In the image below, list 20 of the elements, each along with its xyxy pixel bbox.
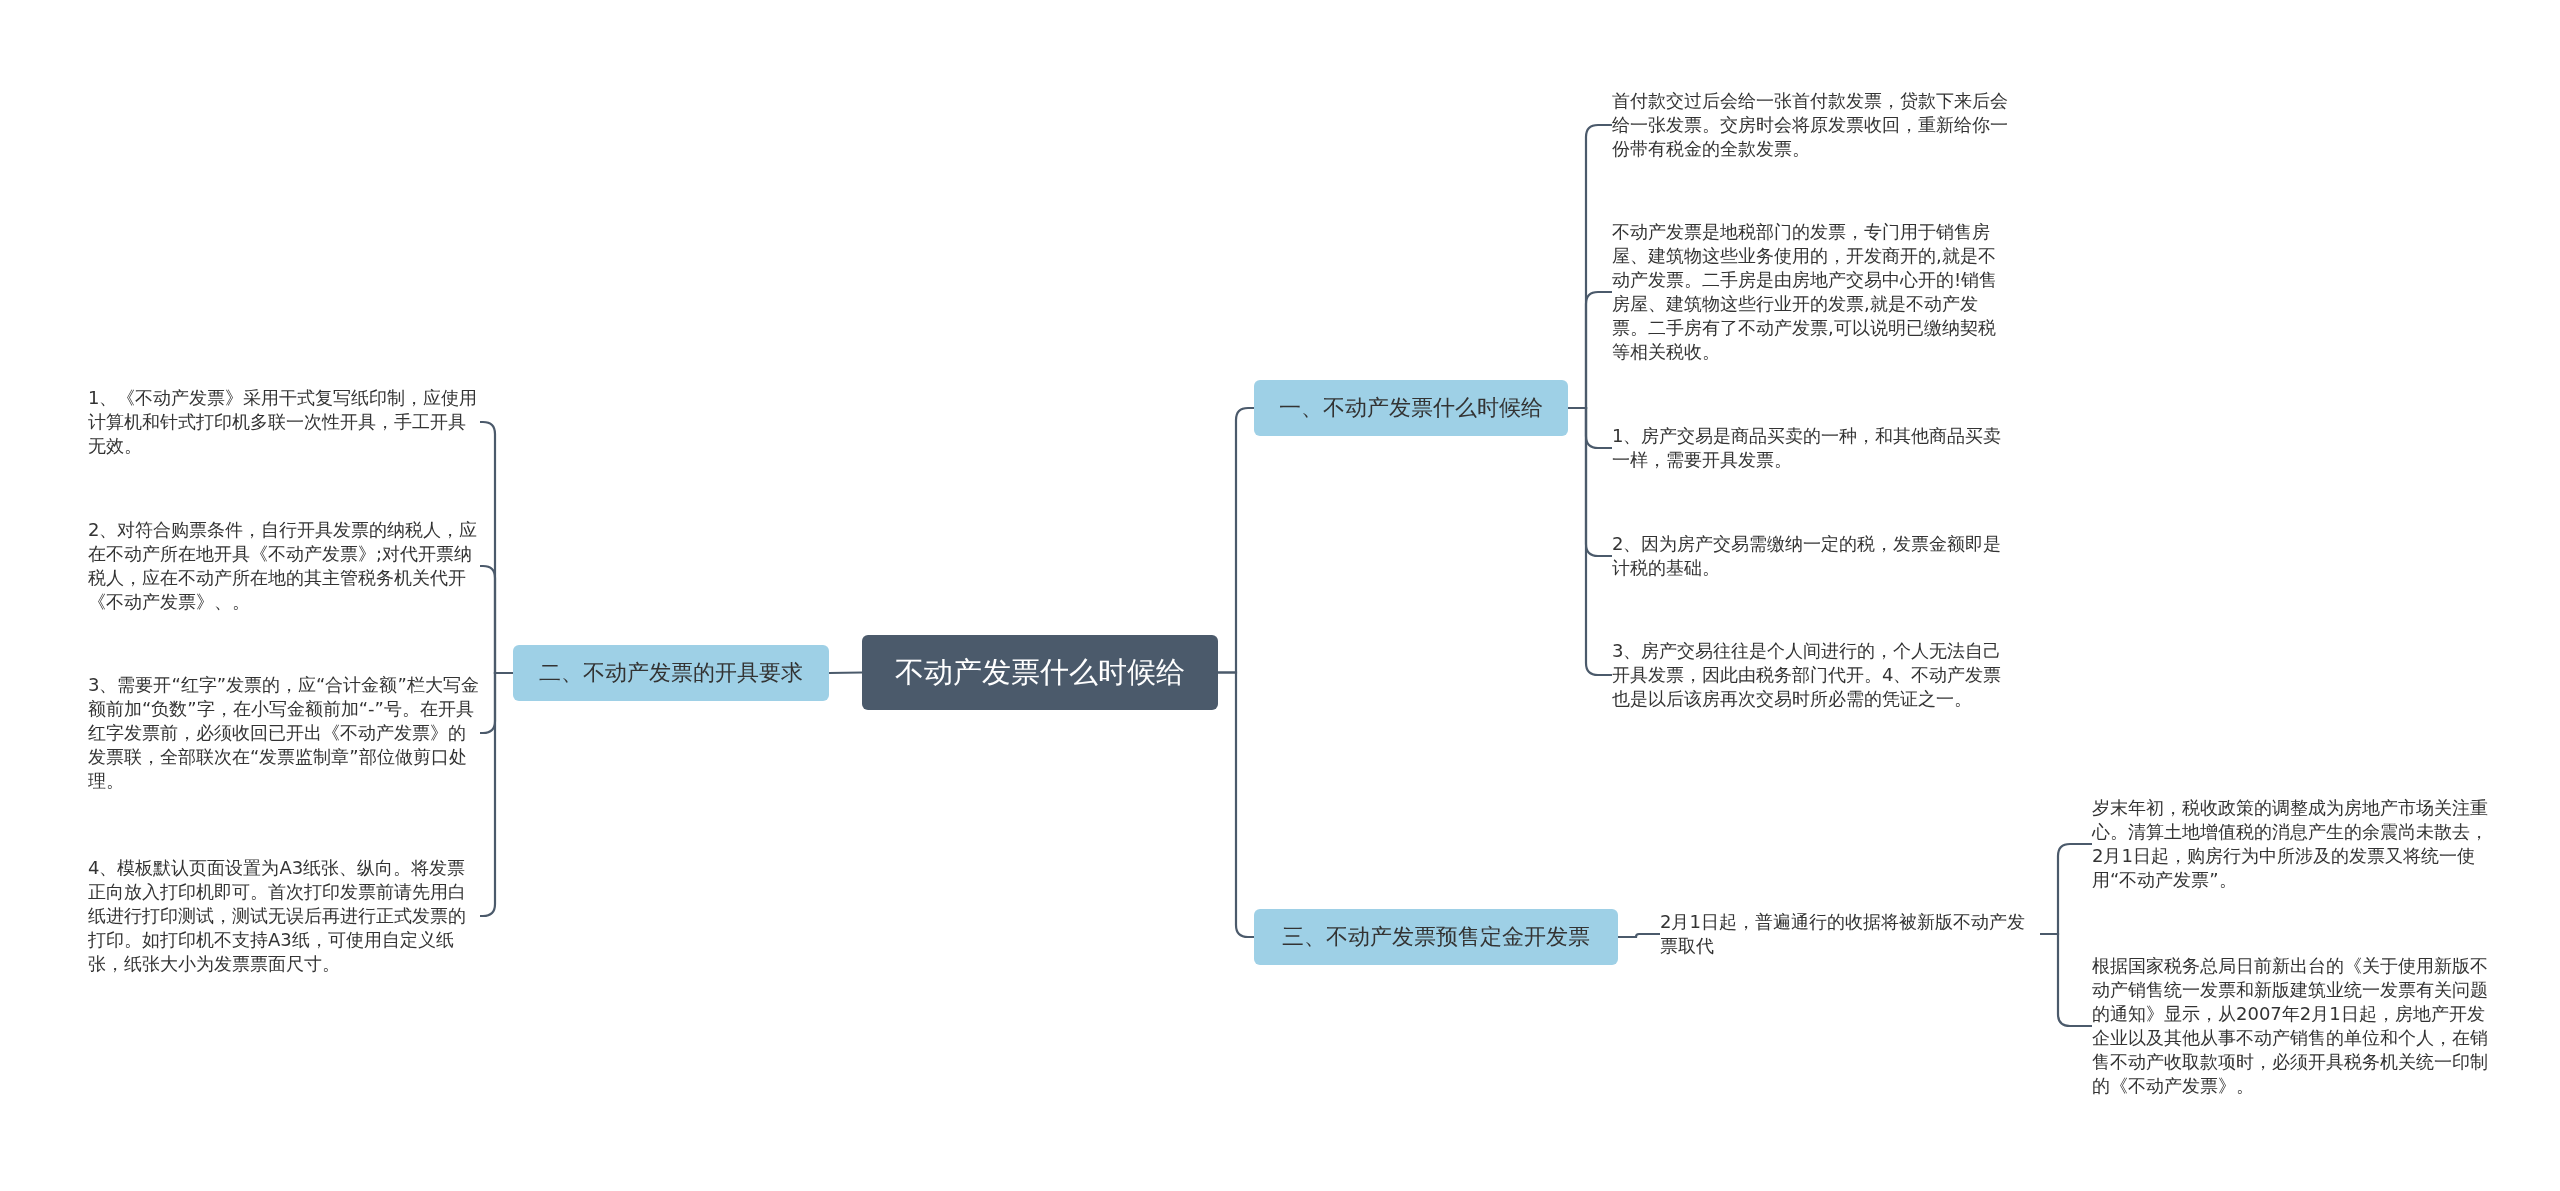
topic-text: 1、房产交易是商品买卖的一种，和其他商品买卖一样，需要开具发票。 [1612,424,2012,472]
topic-text: 4、模板默认页面设置为A3纸张、纵向。将发票正向放入打印机即可。首次打印发票前请先用白纸进行打印测试，测试无误后再进行正式发票的打印。如打印机不支持A3纸，可使用自定义纸张，纸张大小为发票票面尺寸。 [88,856,480,976]
branch-topic: 三、不动产发票预售定金开发票 [1254,909,1618,965]
connector-line [829,671,862,675]
topic-text: 2月1日起，普遍通行的收据将被新版不动产发票取代 [1660,910,2040,958]
topic-text: 3、需要开“红字”发票的，应“合计金额”栏大写金额前加“负数”字，在小写金额前加“-”号。在开具红字发票前，必须收回已开出《不动产发票》的发票联，全部联次在“发票监制章”部位做剪口处理。 [88,673,480,793]
topic-text: 根据国家税务总局日前新出台的《关于使用新版不动产销售统一发票和新版建筑业统一发票有关问题的通知》显示，从2007年2月1日起，房地产开发企业以及其他从事不动产销售的单位和个人，在销售不动产收取款项时，必须开具税务机关统一印制的《不动产发票》。 [2092,954,2492,1098]
connector-line [1618,932,1660,939]
central-topic: 不动产发票什么时候给 [862,635,1218,710]
topic-text: 岁末年初，税收政策的调整成为房地产市场关注重心。清算土地增值税的消息产生的余震尚未散去，2月1日起，购房行为中所涉及的发票又将统一使用“不动产发票”。 [2092,796,2492,892]
topic-text: 3、房产交易往往是个人间进行的，个人无法自己开具发票，因此由税务部门代开。4、不动产发票也是以后该房再次交易时所必需的凭证之一。 [1612,639,2012,711]
connector-line [2040,932,2092,1028]
topic-text: 不动产发票是地税部门的发票，专门用于销售房屋、建筑物这些业务使用的，开发商开的,就是不动产发票。二手房是由房地产交易中心开的!销售房屋、建筑物这些行业开的发票,就是不动产发票。二手房有了不动产发票,可以说明已缴纳契税等相关税收。 [1612,220,2012,364]
topic-text: 首付款交过后会给一张首付款发票，贷款下来后会给一张发票。交房时会将原发票收回，重新给你一份带有税金的全款发票。 [1612,89,2012,161]
topic-text: 2、因为房产交易需缴纳一定的税，发票金额即是计税的基础。 [1612,532,2012,580]
topic-text: 2、对符合购票条件，自行开具发票的纳税人，应在不动产所在地开具《不动产发票》;对代开票纳税人，应在不动产所在地的其主管税务机关代开《不动产发票》、。 [88,518,480,614]
topic-text: 1、《不动产发票》采用干式复写纸印制，应使用计算机和针式打印机多联一次性开具，手工开具无效。 [88,386,480,458]
branch-topic: 二、不动产发票的开具要求 [513,645,829,701]
branch-topic: 一、不动产发票什么时候给 [1254,380,1568,436]
connector-line [480,671,513,918]
